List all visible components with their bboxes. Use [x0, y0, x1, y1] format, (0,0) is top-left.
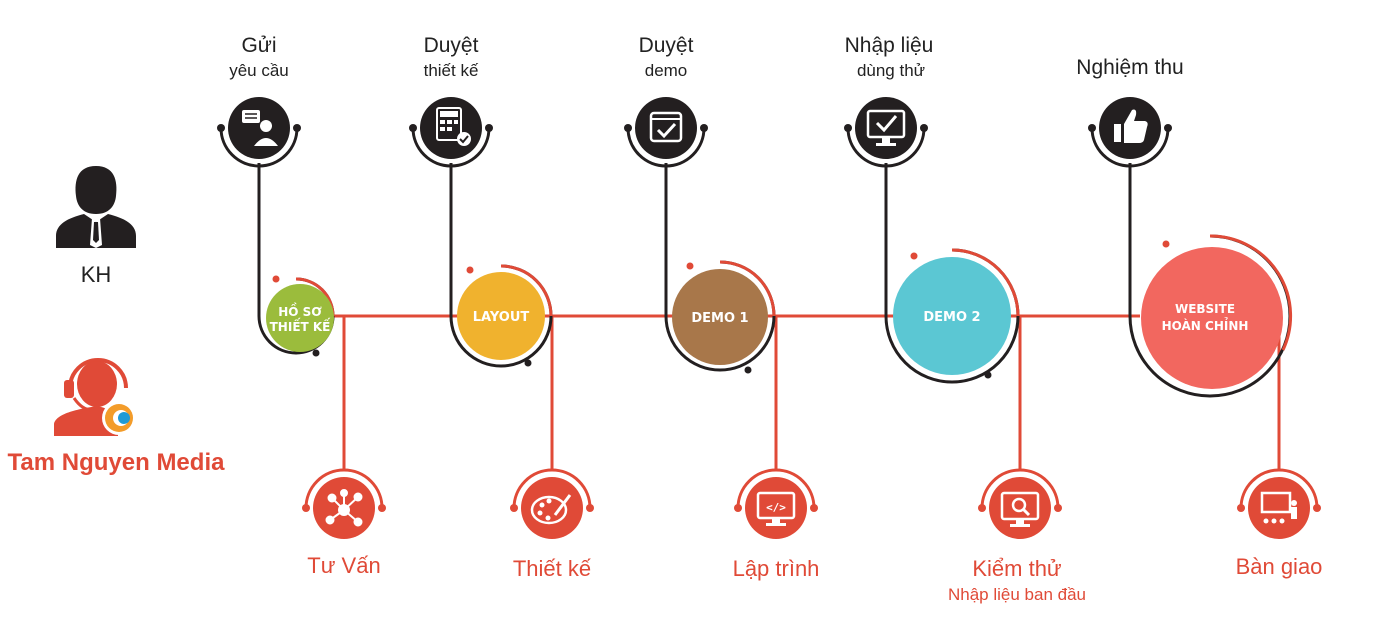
milestone-4-label: DEMO 2 [923, 310, 980, 325]
customer-step-4-title: Nhập liệu [844, 34, 934, 57]
customer-step-5 [1088, 97, 1172, 168]
company-step-3-title: Lập trình [732, 556, 820, 581]
monitor-search-icon [1000, 491, 1040, 527]
svg-text:</>: </> [766, 501, 786, 514]
customer-step-5-title: Nghiệm thu [1076, 56, 1184, 79]
company-step-4-subtitle: Nhập liệu ban đầu [947, 585, 1086, 604]
milestone-3-label: DEMO 1 [691, 311, 748, 326]
customer-step-1 [217, 97, 301, 168]
customer-connectors [257, 163, 1132, 316]
company-step-2 [510, 468, 594, 539]
milestone-4 [884, 248, 1020, 384]
code-monitor-icon: </> [756, 491, 796, 526]
customer-step-4 [844, 97, 928, 168]
customer-step-1-subtitle: yêu cầu [229, 61, 289, 80]
company-step-3: </> [734, 468, 818, 539]
monitor-check-icon [866, 109, 906, 146]
network-nodes-icon [325, 489, 363, 527]
customer-step-2 [409, 97, 493, 168]
milestone-1-line2: THIẾT KẾ [270, 318, 332, 334]
company-step-2-title: Thiết kế [512, 556, 592, 581]
customer-step-4-subtitle: dùng thử [856, 61, 926, 80]
customer-step-1-title: Gửi [241, 34, 277, 57]
milestone-1 [257, 275, 335, 357]
presentation-board-icon [1260, 491, 1297, 524]
customer-step-2-title: Duyệt [423, 34, 479, 57]
customer-step-3 [624, 97, 708, 168]
checkbox-window-icon [649, 111, 683, 143]
company-step-5 [1237, 468, 1321, 539]
milestone-3 [664, 260, 776, 374]
milestone-2 [449, 264, 553, 368]
company-label: Tam Nguyen Media [7, 449, 225, 476]
company-step-4-title: Kiểm thử [972, 556, 1062, 581]
milestone-5-line1: WEBSITE [1175, 302, 1235, 316]
company-step-1-title: Tư Vấn [307, 553, 381, 578]
chat-user-icon [242, 110, 278, 146]
milestone-5 [1128, 234, 1293, 398]
customer-label: KH [80, 262, 112, 287]
company-step-5-title: Bàn giao [1235, 554, 1323, 579]
palette-brush-icon [530, 494, 572, 525]
milestone-5-line2: HOÀN CHỈNH [1162, 317, 1249, 333]
company-connectors [342, 316, 1281, 470]
thumbs-up-icon [1114, 109, 1148, 143]
company-avatar-icon [54, 358, 136, 436]
calculator-check-icon [436, 107, 471, 146]
company-step-1 [302, 468, 386, 539]
customer-step-2-subtitle: thiết kế [423, 61, 479, 80]
company-step-4 [978, 468, 1062, 539]
milestone-1-line1: HỒ SƠ [278, 302, 322, 319]
customer-step-3-subtitle: demo [644, 61, 688, 80]
milestone-2-label: LAYOUT [473, 310, 530, 325]
customer-avatar-icon [56, 166, 136, 248]
customer-step-3-title: Duyệt [638, 34, 694, 57]
